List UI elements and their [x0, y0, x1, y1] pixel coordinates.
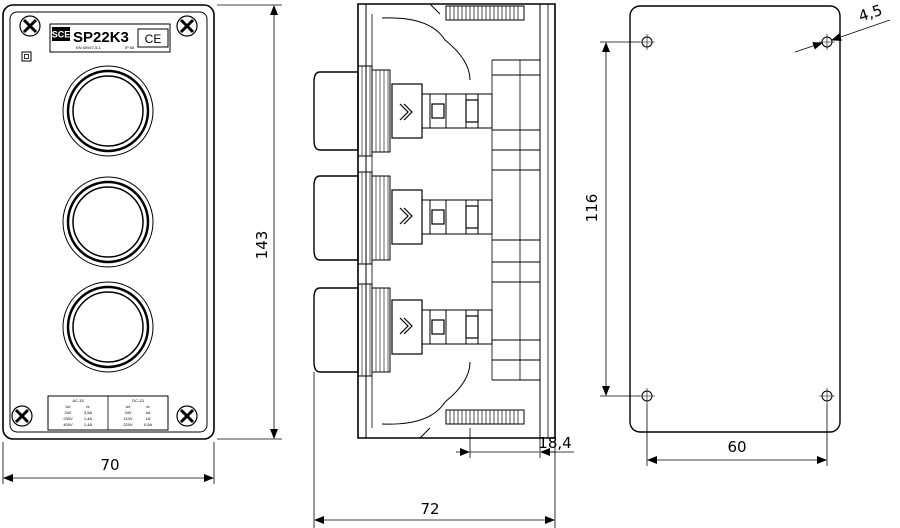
brand-logo	[52, 27, 70, 41]
screw-icon	[19, 15, 41, 37]
screw-icon	[176, 405, 198, 427]
rating-cell: 1,4A	[84, 422, 93, 427]
depth-dim-label: 72	[420, 500, 439, 518]
rating-cell: 0,5A	[144, 422, 153, 427]
screw-icon	[11, 405, 33, 427]
rating-cell: 110V	[123, 416, 132, 421]
screw-icon	[176, 15, 198, 37]
front-housing-inner	[9, 11, 208, 433]
push-button-2	[62, 176, 154, 268]
rating-cell: Ie	[86, 404, 90, 409]
model-label: SP22K3	[73, 29, 129, 46]
rating-cell: 1,4A	[84, 416, 93, 421]
standard-label: EN 60947-5-1	[76, 45, 102, 50]
mounting-hole	[819, 388, 835, 404]
side-housing	[357, 3, 556, 439]
brand-logo-text: SCE	[52, 30, 71, 40]
mounting-hole	[639, 388, 655, 404]
double-insulation-icon	[21, 51, 32, 62]
rating-cell: 24V	[124, 410, 131, 415]
hole-dim-label: 4,5	[856, 1, 884, 25]
front-view: SCE SP22K3 CE EN 60947-5-1 IP 65 AC-15	[2, 4, 282, 484]
cover-screw-top	[445, 5, 525, 21]
vertical-spacing-dim-label: 116	[583, 194, 601, 223]
rating-cell: Ue	[125, 404, 131, 409]
horizontal-spacing-dim-label: 60	[727, 438, 746, 456]
rating-cell: 220V	[123, 422, 133, 427]
button-unit-1	[313, 65, 493, 157]
horizontal-hole-spacing-dimension: 60	[646, 404, 828, 466]
mounting-hole	[819, 34, 835, 50]
height-dim-label: 143	[253, 231, 271, 260]
rating-cell: 1A	[146, 416, 151, 421]
push-button-3	[62, 281, 154, 373]
rating-cell: 230V	[63, 416, 73, 421]
height-dimension: 143	[217, 4, 282, 440]
button-unit-3	[313, 283, 493, 377]
protrusion-dimension: 18,4	[456, 428, 574, 458]
ac-header: AC-15	[72, 398, 84, 403]
push-button-1	[62, 65, 154, 157]
width-dim-label: 70	[100, 456, 119, 474]
width-dimension: 70	[2, 442, 215, 484]
back-plate	[629, 5, 841, 433]
rating-cell: Ue	[65, 404, 71, 409]
front-housing-outer	[2, 4, 215, 440]
ce-mark: CE	[145, 32, 162, 46]
rating-cell: 3,5A	[84, 410, 93, 415]
rating-cell: 4A	[146, 410, 151, 415]
hole-dimension: 4,5	[794, 1, 891, 53]
back-view: 4,5 116 60	[583, 1, 891, 466]
mounting-hole	[639, 34, 655, 50]
vertical-hole-spacing-dimension: 116	[583, 41, 640, 397]
dc-header: DC-13	[132, 398, 144, 403]
label-plate	[49, 23, 171, 53]
depth-dimension: 72	[313, 372, 556, 528]
button-unit-2	[313, 171, 493, 265]
rating-cell: 24V	[64, 410, 71, 415]
ip-label: IP 65	[125, 45, 135, 50]
rating-cell: Ie	[146, 404, 150, 409]
rating-cell: 400V	[63, 422, 73, 427]
cover-screw-bottom	[445, 409, 525, 425]
rating-table: AC-15 DC-13 Ue Ie Ue Ie 24V 3,5A 24V 4A …	[47, 395, 169, 431]
side-view: 18,4 72	[313, 3, 574, 528]
